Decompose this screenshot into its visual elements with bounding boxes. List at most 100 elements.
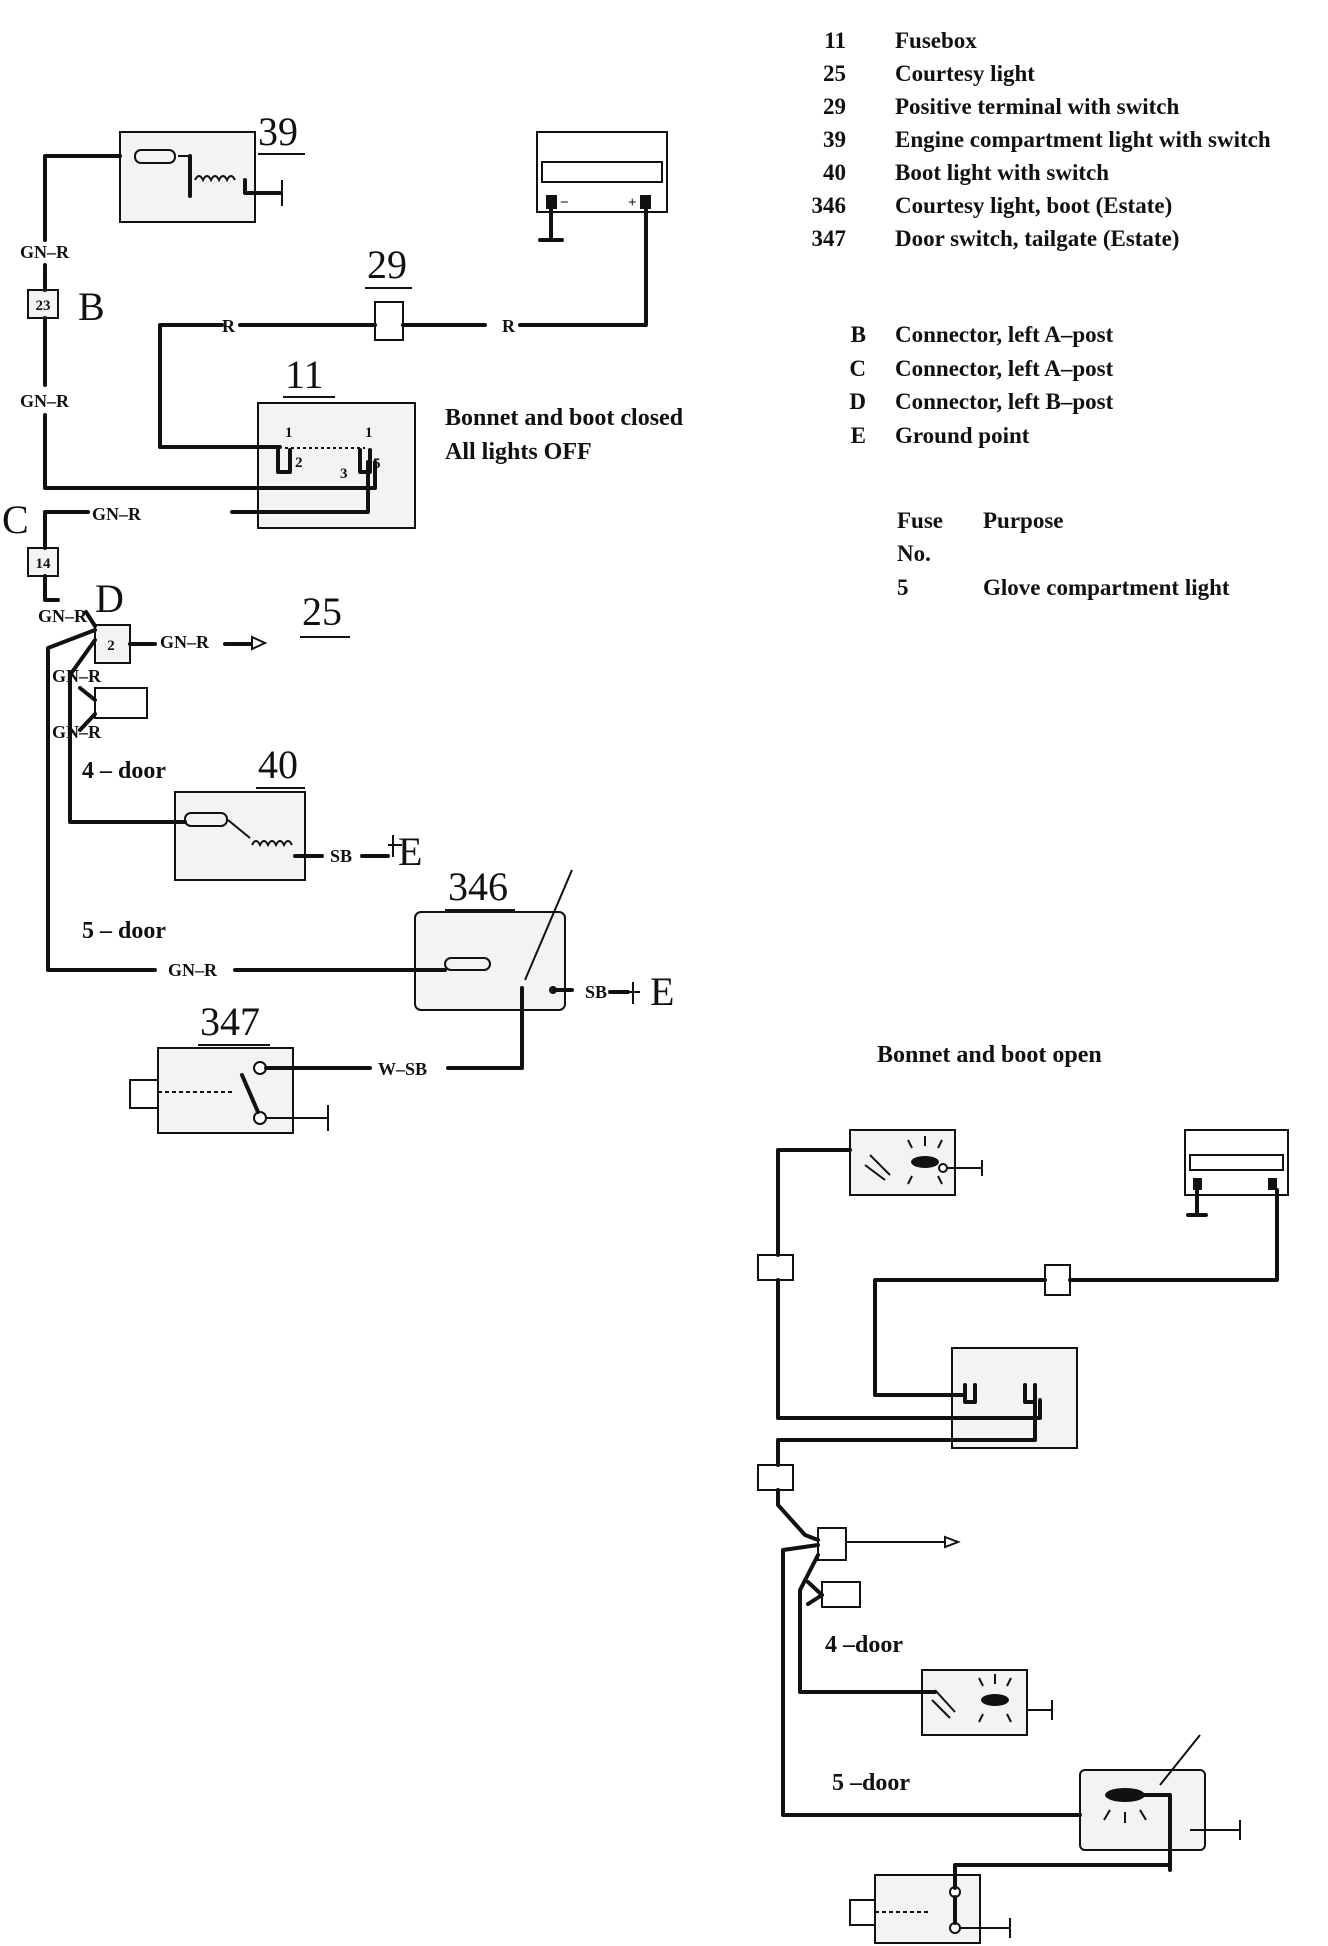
open-engine-rays-icon bbox=[907, 1136, 943, 1185]
arrow-to-25-icon bbox=[251, 635, 268, 651]
open-wire-d-to-boot bbox=[798, 1553, 937, 1694]
battery-plus-terminal-icon bbox=[640, 195, 651, 209]
legend-desc-b: Connector, left A–post bbox=[895, 322, 1114, 347]
open-wire-feed bbox=[873, 1188, 1279, 1397]
open-caption: Bonnet and boot open bbox=[877, 1042, 1102, 1068]
open-door-5-label: 5 –door bbox=[832, 1770, 910, 1796]
c347-number: 347 bbox=[200, 999, 260, 1044]
connector-legend: B Connector, left A–post C Connector, le… bbox=[849, 322, 1113, 448]
ground-e1-icon bbox=[388, 835, 402, 857]
battery-minus-terminal-icon bbox=[546, 195, 557, 209]
open-connector-d-box bbox=[817, 1527, 847, 1561]
wire-label-gnr-d-in: GN–R bbox=[38, 606, 88, 626]
legend-desc-346: Courtesy light, boot (Estate) bbox=[895, 193, 1172, 218]
wire-label-r-left: R bbox=[222, 316, 236, 336]
connector-c-pin: 14 bbox=[36, 556, 52, 572]
legend-letter-c: C bbox=[849, 356, 866, 381]
wire-d-to-25 bbox=[84, 610, 252, 646]
wire-39-to-b bbox=[43, 154, 122, 242]
c40-number: 40 bbox=[258, 742, 298, 787]
wire-label-r-right: R bbox=[502, 316, 516, 336]
open-engine-ground-icon bbox=[947, 1160, 983, 1176]
wire-label-gnr-25: GN–R bbox=[160, 632, 210, 652]
wire-label-sb-346: SB bbox=[585, 982, 607, 1002]
legend-num-25: 25 bbox=[823, 61, 846, 86]
open-boot-light-box bbox=[921, 1669, 1028, 1736]
connector-d-letter: D bbox=[95, 576, 124, 621]
c39-internal-wire bbox=[188, 154, 282, 198]
open-wire-d-to-346 bbox=[781, 1543, 1082, 1817]
wire-d-secondary bbox=[78, 686, 97, 732]
open-wire-fuse-to-c bbox=[776, 1398, 1037, 1467]
component-legend: 11 Fusebox 25 Courtesy light 29 Positive… bbox=[812, 28, 1271, 251]
c39-bulb-icon bbox=[134, 149, 176, 164]
battery: − + bbox=[536, 131, 668, 242]
fuse-element-icon bbox=[276, 448, 372, 474]
open-347-plunger-icon bbox=[849, 1899, 876, 1926]
legend-desc-347: Door switch, tailgate (Estate) bbox=[895, 226, 1179, 251]
connector-d-secondary-box bbox=[94, 687, 148, 719]
connector-c: C 14 bbox=[2, 497, 59, 577]
closed-diagram: Bonnet and boot closed All lights OFF 39… bbox=[2, 109, 684, 1134]
c346-bulb-icon bbox=[444, 957, 491, 971]
open-engine-switch-icon bbox=[864, 1154, 891, 1181]
legend-desc-29: Positive terminal with switch bbox=[895, 94, 1179, 119]
battery-ground-icon bbox=[538, 207, 564, 242]
legend-desc-d: Connector, left B–post bbox=[895, 389, 1114, 414]
c11-number: 11 bbox=[285, 352, 324, 397]
open-347-box bbox=[874, 1874, 981, 1944]
open-battery-plate bbox=[1189, 1154, 1284, 1171]
tailgate-switch-347: 347 bbox=[129, 999, 329, 1134]
fuse-pin-1a: 1 bbox=[285, 425, 293, 441]
wire-label-gnr-d2: GN–R bbox=[52, 722, 102, 742]
wire-r-right bbox=[238, 206, 648, 327]
fuse-pin-2: 2 bbox=[295, 455, 303, 471]
open-engine-light-box bbox=[849, 1129, 956, 1196]
wire-label-wsb: W–SB bbox=[378, 1059, 427, 1079]
open-connector-b-box bbox=[757, 1254, 794, 1281]
legend-num-347: 347 bbox=[812, 226, 847, 251]
positive-terminal-29: 29 bbox=[365, 242, 412, 341]
legend-desc-c: Connector, left A–post bbox=[895, 356, 1114, 381]
c29-box bbox=[374, 301, 404, 341]
open-connector-c-box bbox=[757, 1464, 794, 1491]
fuse-table: Fuse Purpose No. 5 Glove compartment lig… bbox=[897, 508, 1230, 600]
c39-box bbox=[119, 131, 256, 223]
open-fusebox-box bbox=[951, 1347, 1078, 1449]
boot-courtesy-light-346: 346 E bbox=[414, 864, 674, 1014]
door-4-label: 4 – door bbox=[82, 758, 166, 784]
fuse-row-purpose: Glove compartment light bbox=[983, 575, 1230, 600]
c347-switch-arm-icon bbox=[240, 1073, 260, 1114]
legend-num-29: 29 bbox=[823, 94, 846, 119]
c347-contact-bottom-icon bbox=[253, 1111, 267, 1125]
open-boot-rays-icon bbox=[978, 1674, 1012, 1723]
open-346-rays-icon bbox=[1103, 1809, 1147, 1823]
open-diagram: Bonnet and boot open bbox=[757, 1042, 1289, 1944]
fusebox-box bbox=[257, 402, 416, 529]
c29-number: 29 bbox=[367, 242, 407, 287]
open-wiring bbox=[776, 1148, 1279, 1890]
closed-wiring bbox=[43, 154, 648, 1070]
open-346-ground-icon bbox=[1190, 1820, 1241, 1840]
fuse-row-no: 5 bbox=[897, 575, 909, 600]
open-346-lever-icon bbox=[1159, 1734, 1201, 1786]
open-terminal-29-box bbox=[1044, 1264, 1071, 1296]
fuse-header-no-2: No. bbox=[897, 541, 931, 566]
legend-letter-d: D bbox=[849, 389, 866, 414]
c39-number: 39 bbox=[258, 109, 298, 154]
closed-wire-labels: GN–R GN–R R R GN–R GN–R GN–R GN–R GN–R G… bbox=[20, 242, 607, 1079]
open-wire-engine-to-b bbox=[776, 1148, 852, 1257]
legend-letter-e: E bbox=[851, 423, 866, 448]
legend-desc-e: Ground point bbox=[895, 423, 1030, 448]
c347-plunger-icon bbox=[129, 1079, 159, 1109]
open-engine-bulb-lit-icon bbox=[911, 1156, 939, 1168]
legend-desc-39: Engine compartment light with switch bbox=[895, 127, 1271, 152]
closed-caption-2: All lights OFF bbox=[445, 439, 592, 465]
door-5-label: 5 – door bbox=[82, 918, 166, 944]
wire-346-ground bbox=[551, 988, 630, 994]
open-wire-b-to-fuse bbox=[776, 1278, 1042, 1420]
open-battery-ground-icon bbox=[1186, 1188, 1208, 1217]
legend-num-39: 39 bbox=[823, 127, 846, 152]
legend-desc-11: Fusebox bbox=[895, 28, 977, 53]
